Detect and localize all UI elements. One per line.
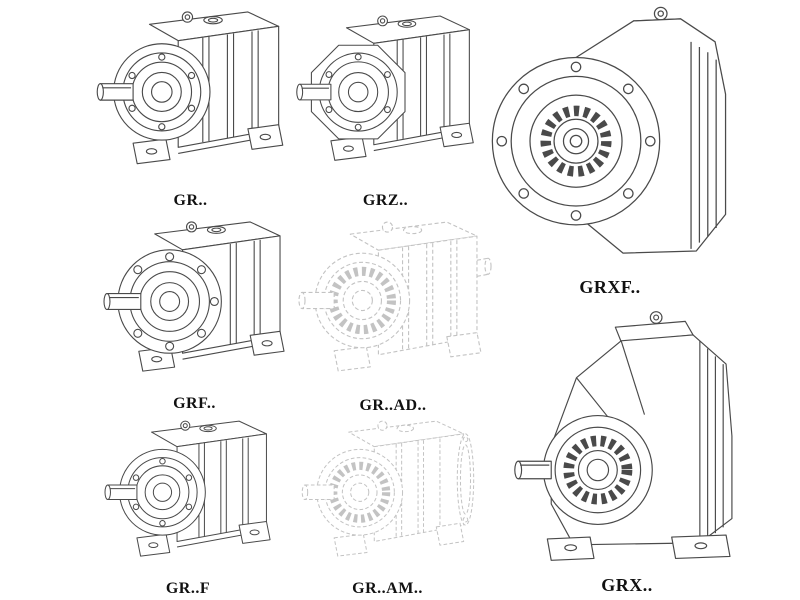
product-label-gr: GR.. (173, 192, 208, 209)
product-label-gr-f: GR..F (165, 580, 211, 597)
product-cell-gr-ad: GR..AD.. (288, 212, 498, 417)
product-label-grxf: GRXF.. (579, 277, 641, 297)
product-cell-grx: GRX.. (492, 300, 762, 598)
product-label-gr-ad: GR..AD.. (359, 397, 427, 414)
gearbox-drawing-grxf (491, 6, 727, 254)
gearbox-drawing-grx (514, 311, 733, 561)
product-cell-grf: GRF.. (92, 212, 297, 415)
product-label-grz: GRZ.. (362, 192, 409, 209)
product-label-grf: GRF.. (173, 395, 216, 412)
product-cell-gr-f: GR..F (88, 412, 288, 600)
gearbox-drawing-gr-ad (298, 221, 492, 372)
product-cell-grxf: GRXF.. (485, 0, 735, 300)
product-cell-grz: GRZ.. (288, 0, 483, 212)
gearbox-drawing-gr-am (301, 420, 475, 557)
product-label-gr-am: GR..AM.. (352, 580, 423, 597)
gearbox-drawing-grf (103, 221, 285, 372)
product-cell-gr: GR.. (88, 0, 293, 212)
product-cell-gr-am: GR..AM.. (285, 412, 490, 600)
gearbox-drawing-gr (96, 11, 284, 165)
product-label-grx: GRX.. (601, 575, 653, 595)
gearbox-drawing-gr-f (104, 420, 271, 557)
gearbox-drawing-grz (296, 15, 474, 161)
